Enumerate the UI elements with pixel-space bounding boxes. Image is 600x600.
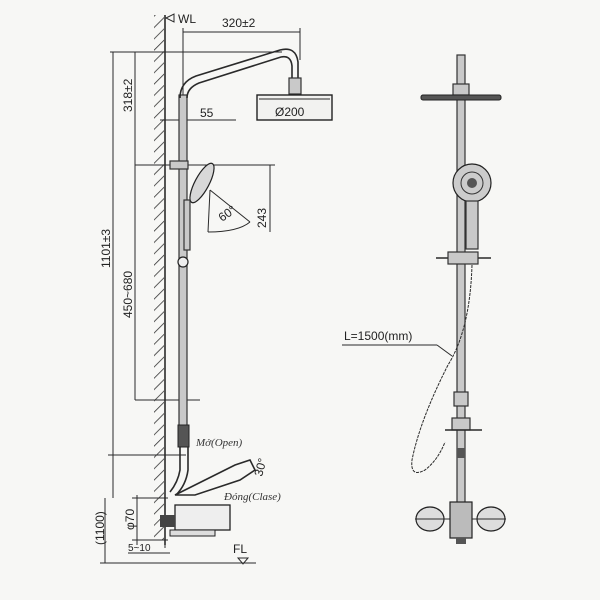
- wall-level-marker: WL: [164, 12, 196, 26]
- hose-length-label: L=1500(mm): [344, 329, 412, 343]
- hand-shower: 60°: [169, 160, 251, 268]
- floor-level-label: FL: [233, 542, 247, 556]
- wall-level-label: WL: [178, 12, 196, 26]
- floor-level-marker: FL: [233, 542, 250, 565]
- slide-range-label: 450~680: [121, 271, 135, 318]
- front-diverter: [445, 391, 482, 458]
- front-riser-pipe: [456, 54, 466, 516]
- arm-drop-label: 318±2: [121, 78, 135, 112]
- open-label: Mở(Open): [195, 437, 243, 449]
- close-label: Đóng(Clase): [223, 491, 281, 503]
- arm-reach-label: 320±2: [222, 16, 256, 30]
- inlet-diameter-label: φ70: [123, 509, 137, 530]
- hose-length-callout: L=1500(mm): [342, 329, 453, 357]
- front-rain-head: [420, 83, 502, 101]
- hand-shower-angle-label: 60°: [216, 202, 239, 224]
- mixer-height-label: (1100): [93, 511, 107, 545]
- mixer-body: [160, 459, 257, 548]
- rain-shower-head: Ø200: [256, 94, 333, 121]
- shower-hose: [411, 264, 473, 473]
- head-diameter-label: Ø200: [275, 105, 305, 119]
- hand-shower-height-label: 243: [255, 208, 269, 228]
- wall: [154, 15, 166, 545]
- lever-angle-label: 30°: [251, 456, 269, 477]
- wall-offset-label: 55: [200, 106, 214, 120]
- total-height-label: 1101±3: [99, 229, 113, 268]
- front-hand-shower: [436, 163, 492, 265]
- diverter-valve: [169, 424, 190, 496]
- dimension-lines: [100, 28, 301, 564]
- front-mixer: [415, 501, 506, 544]
- wall-gap-label: 5~10: [128, 543, 151, 554]
